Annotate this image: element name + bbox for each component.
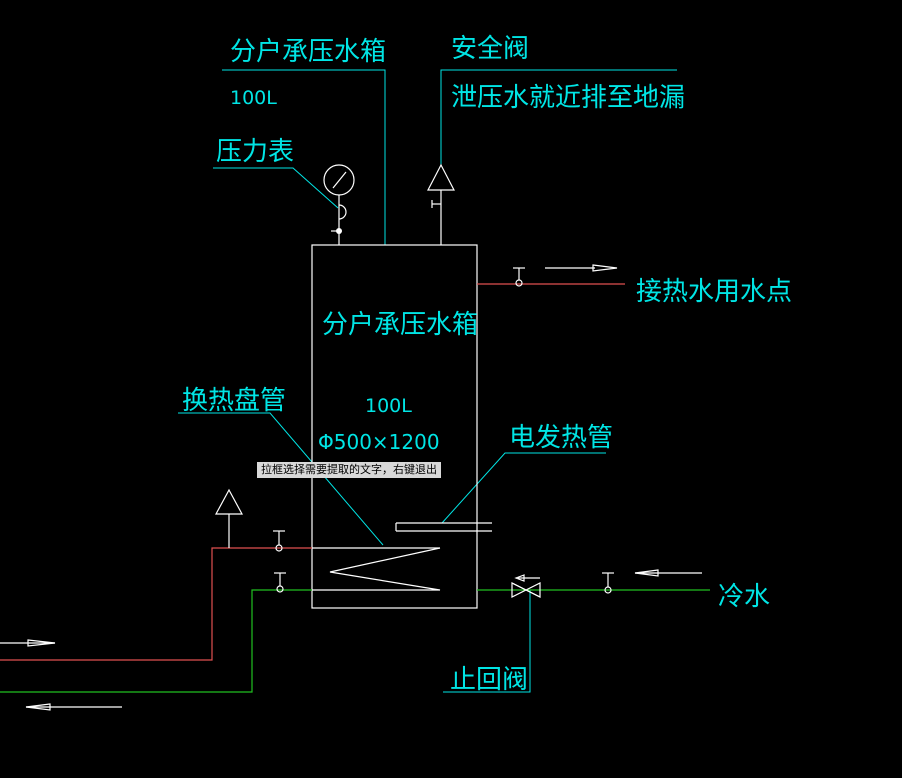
tank-name-label: 分户承压水箱 xyxy=(322,310,478,340)
safety-valve-leader xyxy=(440,69,677,165)
check-valve-leader xyxy=(443,590,531,693)
heater-leader xyxy=(441,452,606,524)
safety-valve-note: 泄压水就近排至地漏 xyxy=(451,83,685,113)
electric-heater-icon xyxy=(395,522,492,532)
tank-capacity-label: 100L xyxy=(365,395,412,417)
pressure-gauge-label: 压力表 xyxy=(216,137,294,167)
hot-water-outlet-label: 接热水用水点 xyxy=(636,277,792,307)
top-tank-label: 分户承压水箱 xyxy=(230,37,386,67)
left-cold-pipe xyxy=(0,572,312,711)
tank-size-label: Φ500×1200 xyxy=(318,430,440,454)
safety-valve-icon xyxy=(427,163,455,245)
electric-heater-label: 电发热管 xyxy=(509,423,613,453)
check-valve-label: 止回阀 xyxy=(450,665,528,695)
heat-coil-leader xyxy=(178,412,384,546)
water-tank xyxy=(311,244,478,609)
top-tank-capacity: 100L xyxy=(230,87,277,109)
heat-coil-label: 换热盘管 xyxy=(182,386,286,416)
cold-water-inlet-pipe xyxy=(477,569,710,598)
pressure-gauge-icon xyxy=(323,164,355,245)
hot-water-outlet-pipe xyxy=(477,264,625,287)
selection-tooltip: 拉框选择需要提取的文字，右键退出 xyxy=(257,462,441,478)
pressure-gauge-leader xyxy=(213,167,339,209)
cold-water-label: 冷水 xyxy=(718,582,770,612)
left-hot-pipe xyxy=(0,488,312,661)
heat-coil-icon xyxy=(312,547,441,591)
safety-valve-label: 安全阀 xyxy=(451,34,529,64)
leader-lines xyxy=(178,69,677,693)
labels: 分户承压水箱 100L 安全阀 泄压水就近排至地漏 压力表 接热水用水点 分户承… xyxy=(182,34,792,695)
top-tank-leader xyxy=(222,69,386,245)
